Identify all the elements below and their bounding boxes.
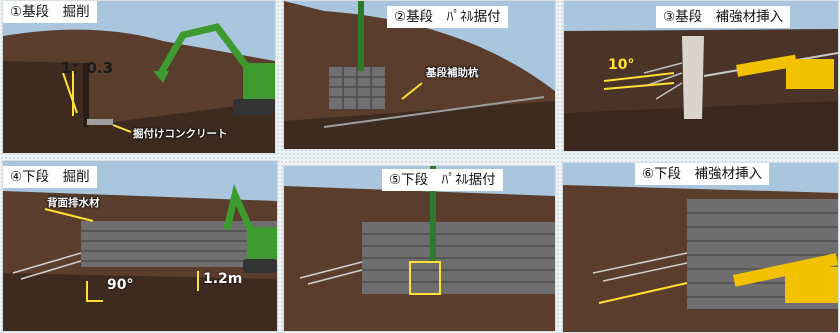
step-3-label: ③基段 補強材挿入	[656, 6, 791, 28]
step-4-illustration	[3, 161, 277, 331]
step-1-label: ①基段 掘削	[3, 1, 97, 23]
step-5-illustration	[284, 166, 555, 331]
step-6-panel: ⑥下段 補強材挿入	[562, 162, 839, 333]
drill-rig-icon	[703, 52, 838, 89]
step-5-label: ⑤下段 ﾊﾟﾈﾙ据付	[382, 169, 503, 191]
step-2-label: ②基段 ﾊﾟﾈﾙ据付	[387, 6, 508, 28]
panel-block-icon	[329, 67, 385, 109]
excavator-icon	[153, 23, 275, 115]
panel-wall-icon	[682, 36, 704, 119]
step-5-panel: ⑤下段 ﾊﾟﾈﾙ据付	[283, 165, 556, 332]
stone-wall-icon	[81, 221, 277, 267]
step-1-illustration	[3, 1, 275, 153]
step-2-illustration	[284, 1, 555, 149]
footing-concrete-label: 掘付けコンクリート	[133, 128, 228, 140]
back-drain-label: 背面排水材	[47, 197, 100, 209]
step-4-label: ④下段 掘削	[3, 166, 97, 188]
step-3-illustration	[564, 1, 838, 151]
base-pile-label: 基段補助杭	[426, 67, 479, 79]
step-1-panel: ①基段 掘削 1：0.3 掘付けコンクリート	[2, 0, 276, 154]
excavator-icon	[223, 184, 277, 273]
right-angle-label: 90°	[107, 277, 134, 293]
step-6-label: ⑥下段 補強材挿入	[635, 163, 770, 185]
step-3-panel: ③基段 補強材挿入 10°	[563, 0, 839, 152]
step-6-illustration	[563, 163, 838, 332]
drill-rig-icon	[733, 253, 838, 303]
step-2-panel: ②基段 ﾊﾟﾈﾙ据付 基段補助杭	[283, 0, 556, 150]
insertion-angle-label: 10°	[608, 57, 635, 73]
stone-wall-icon	[362, 222, 555, 294]
excavation-height-label: 1.2m	[203, 271, 243, 287]
slope-ratio-label: 1：0.3	[61, 59, 114, 77]
step-4-panel: ④下段 掘削 背面排水材 90° 1.2m	[2, 160, 278, 332]
